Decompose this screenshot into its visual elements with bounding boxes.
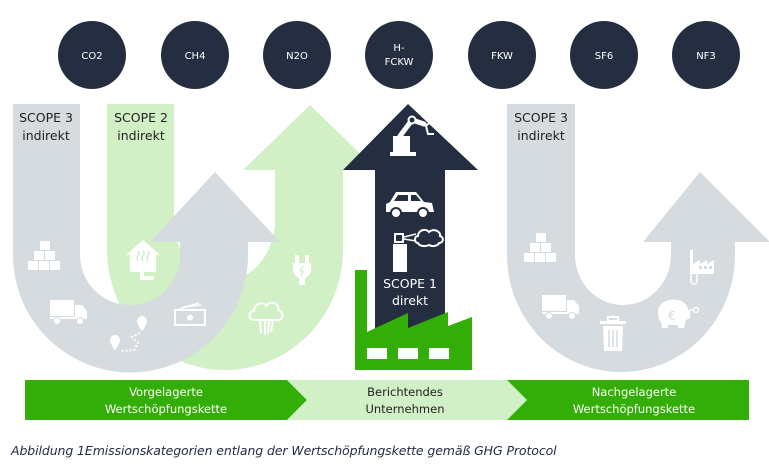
trash-icon [600, 316, 626, 351]
piggy-bank-icon: € [658, 299, 700, 328]
gas-label: FCKW [385, 57, 414, 68]
spray-can-icon [393, 228, 444, 272]
gas-label: N2O [286, 51, 308, 62]
car-icon [386, 192, 434, 219]
scope1-label: SCOPE 1 direkt [383, 276, 437, 308]
factory-icon [355, 270, 472, 370]
truck-icon [50, 300, 87, 325]
band-label: Vorgelagerte [129, 385, 203, 399]
scope-subtitle: indirekt [117, 128, 165, 143]
band-label: Wertschöpfungskette [105, 402, 227, 416]
gas-circle-n2o: N2O [263, 21, 331, 89]
gas-circle-sf6: SF6 [570, 21, 638, 89]
plug-icon [293, 255, 311, 285]
svg-text:€: € [668, 309, 676, 323]
route-icon [110, 316, 147, 352]
scope3-upstream-label: SCOPE 3 indirekt [19, 110, 73, 143]
gas-label: SF6 [595, 51, 613, 62]
robot-arm-icon [390, 115, 436, 156]
scope3-downstream-u-arrow [507, 104, 769, 372]
gas-label: CO2 [81, 51, 102, 62]
figure-caption: Abbildung 1Emissionskategorien entlang d… [11, 443, 557, 458]
gas-circle-ch4: CH4 [161, 21, 229, 89]
band-label: Nachgelagerte [592, 385, 677, 399]
gas-circle-nf3: NF3 [672, 21, 740, 89]
boxes-icon [28, 241, 60, 270]
scope-subtitle: indirekt [22, 128, 70, 143]
scope1-arrow [343, 104, 478, 340]
band-label: Wertschöpfungskette [573, 402, 695, 416]
value-chain-segment-upstream [25, 380, 307, 420]
scope3-downstream-label: SCOPE 3 indirekt [514, 110, 568, 143]
steam-cloud-icon [248, 301, 284, 335]
band-label: Berichtendes [367, 385, 443, 399]
gas-circles: CO2 CH4 N2O H- FCKW FKW SF6 NF3 [58, 21, 740, 89]
gas-label: H- [393, 43, 405, 54]
gas-label: NF3 [696, 51, 716, 62]
truck-icon [542, 295, 579, 320]
boxes-icon [524, 233, 556, 262]
scope-title: SCOPE 2 [114, 110, 168, 125]
value-chain-segment-downstream [507, 380, 749, 420]
value-chain-band: Vorgelagerte Wertschöpfungskette Bericht… [25, 380, 749, 420]
scope-subtitle: indirekt [517, 128, 565, 143]
heated-house-icon [126, 240, 160, 280]
scope-title: SCOPE 3 [514, 110, 568, 125]
gas-circle-hfckw: H- FCKW [365, 21, 433, 89]
gas-circle-co2: CO2 [58, 21, 126, 89]
gas-label: CH4 [185, 51, 206, 62]
gas-label: FKW [491, 51, 513, 62]
money-icon [174, 302, 206, 326]
scope-subtitle: direkt [392, 293, 428, 308]
gas-circle-fkw: FKW [468, 21, 536, 89]
value-chain-segment-company [287, 380, 527, 420]
scope-title: SCOPE 3 [19, 110, 73, 125]
band-label: Unternehmen [365, 402, 444, 416]
industry-icon [690, 250, 714, 285]
scope-title: SCOPE 1 [383, 276, 437, 291]
scope2-label: SCOPE 2 indirekt [114, 110, 168, 143]
